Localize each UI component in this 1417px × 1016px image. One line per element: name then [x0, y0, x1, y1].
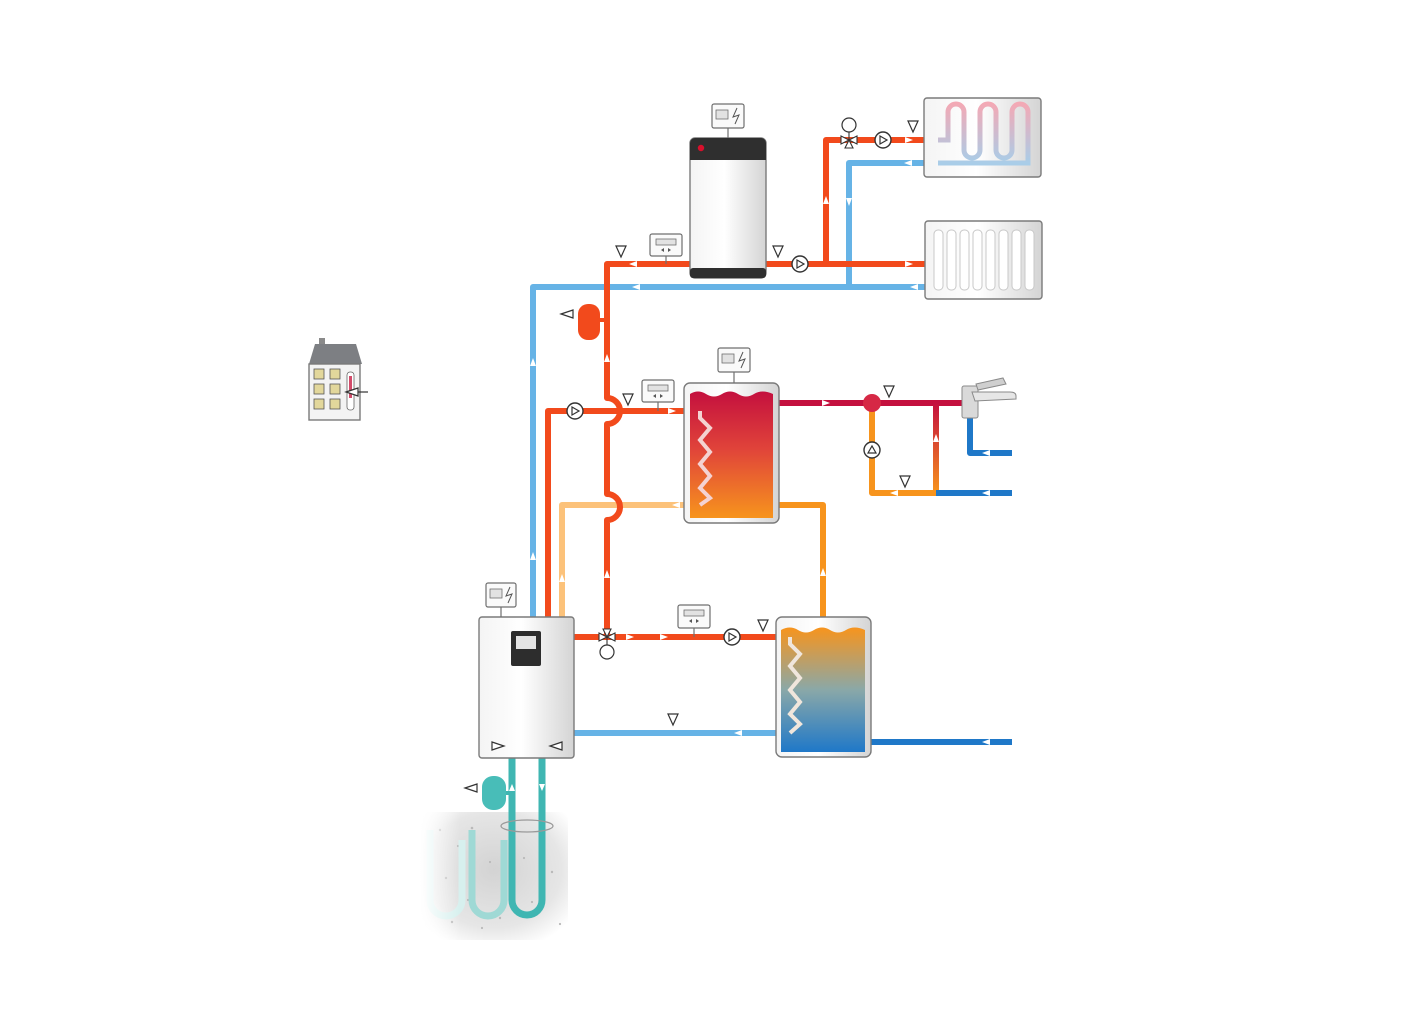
flow-arrow	[734, 730, 742, 736]
signal-icon	[738, 351, 746, 369]
flow-arrow	[604, 570, 610, 578]
flow-arrow	[559, 574, 565, 582]
panel-radiator	[924, 220, 1043, 300]
temperature-sensor-icon	[757, 619, 769, 633]
signal-icon	[732, 107, 740, 125]
circulation-pumps	[566, 131, 892, 646]
buffer-tank-controller	[711, 103, 745, 138]
preheat-loop-return-pipe	[559, 502, 700, 618]
borehole-head	[500, 819, 554, 833]
brine-flow-arrow	[539, 784, 545, 791]
temperature-sensor-icon	[548, 741, 563, 751]
temperature-sensor-icon	[463, 783, 478, 793]
pump-icon	[874, 131, 892, 149]
mixing-valve	[840, 117, 858, 149]
pump-icon	[863, 441, 881, 459]
flow-arrows	[530, 137, 990, 745]
dhw-circulation-pipe	[869, 403, 936, 496]
cold-water-tap-pipe	[967, 416, 1012, 456]
flow-arrow	[604, 354, 610, 362]
tap	[961, 377, 1017, 419]
brine-loop-middle	[468, 830, 508, 920]
flow-arrow	[890, 490, 898, 496]
flow-arrow	[933, 434, 939, 442]
dhw-storage-tank	[683, 382, 780, 524]
temperature-sensor-icon	[622, 393, 634, 407]
dhw-circulation-drop	[933, 403, 939, 493]
temperature-sensor-icon	[899, 475, 911, 489]
brine-expansion-vessel	[463, 776, 512, 810]
tank-transfer-pipe	[776, 502, 826, 628]
dhw-tank-controller	[717, 347, 751, 383]
flow-arrow	[632, 284, 640, 290]
flow-arrow	[846, 198, 852, 206]
flow-arrow	[982, 490, 990, 496]
probe-field-fade	[420, 812, 460, 940]
flow-arrow	[982, 739, 990, 745]
heating-return-pipe	[530, 284, 938, 618]
flow-arrow	[530, 358, 536, 366]
circuit-controllers	[641, 233, 711, 637]
heat-pump-controller	[485, 582, 517, 617]
solar-preheat-tank	[775, 616, 872, 758]
ground-source-heat-pump	[478, 616, 575, 759]
signal-icon	[505, 586, 513, 604]
flow-arrow	[910, 284, 918, 290]
house-windows-icon	[313, 368, 341, 410]
flow-arrow	[668, 408, 676, 414]
diverter-valve	[598, 628, 616, 660]
flow-arrow	[530, 552, 536, 560]
status-led-icon	[697, 144, 705, 152]
underfloor-supply-pipe	[823, 137, 932, 264]
underfloor-heating-circuit	[923, 97, 1042, 178]
temperature-sensor-icon	[772, 245, 784, 259]
temperature-sensor-icon	[615, 245, 627, 259]
heating-coil-icon	[697, 411, 714, 507]
temperature-sensors	[615, 120, 919, 727]
flow-arrow	[660, 634, 668, 640]
flow-arrow	[822, 400, 830, 406]
heating-circuit-controller	[649, 233, 683, 264]
building-thermostat	[308, 338, 368, 421]
radiator-fins	[933, 229, 1035, 291]
temperature-sensor-icon	[491, 741, 506, 751]
pump-icon	[566, 402, 584, 420]
underfloor-return-pipe	[846, 160, 932, 287]
heating-expansion-vessel	[559, 304, 607, 340]
underfloor-coil-icon	[938, 101, 1031, 166]
heating-coil-icon	[787, 637, 803, 735]
temperature-sensor-icon	[907, 120, 919, 134]
flow-arrow	[905, 137, 913, 143]
heating-supply-pipe	[604, 261, 938, 637]
flow-arrow	[626, 634, 634, 640]
dhw-charge-controller	[641, 379, 675, 411]
pump-icon	[723, 628, 741, 646]
flow-arrow	[629, 261, 637, 267]
flow-arrow	[672, 502, 680, 508]
temperature-sensor-icon	[883, 385, 895, 399]
pump-icon	[791, 255, 809, 273]
flow-arrow	[982, 450, 990, 456]
dhw-coil-supply-pipe	[545, 408, 700, 618]
flow-arrow	[905, 261, 913, 267]
flow-arrow	[904, 160, 912, 166]
preheat-charge-controller	[677, 604, 711, 637]
temperature-sensor-icon	[559, 309, 574, 319]
brine-flow-arrow	[509, 784, 515, 791]
flow-arrow	[823, 196, 829, 204]
flow-arrow	[820, 568, 826, 576]
temperature-sensor-icon	[667, 713, 679, 727]
brine-loop-near	[508, 760, 546, 919]
dhw-mixing-node	[863, 394, 881, 412]
pipework	[508, 137, 1012, 770]
buffer-storage-tank	[689, 137, 767, 279]
faucet-icon	[971, 391, 1017, 402]
